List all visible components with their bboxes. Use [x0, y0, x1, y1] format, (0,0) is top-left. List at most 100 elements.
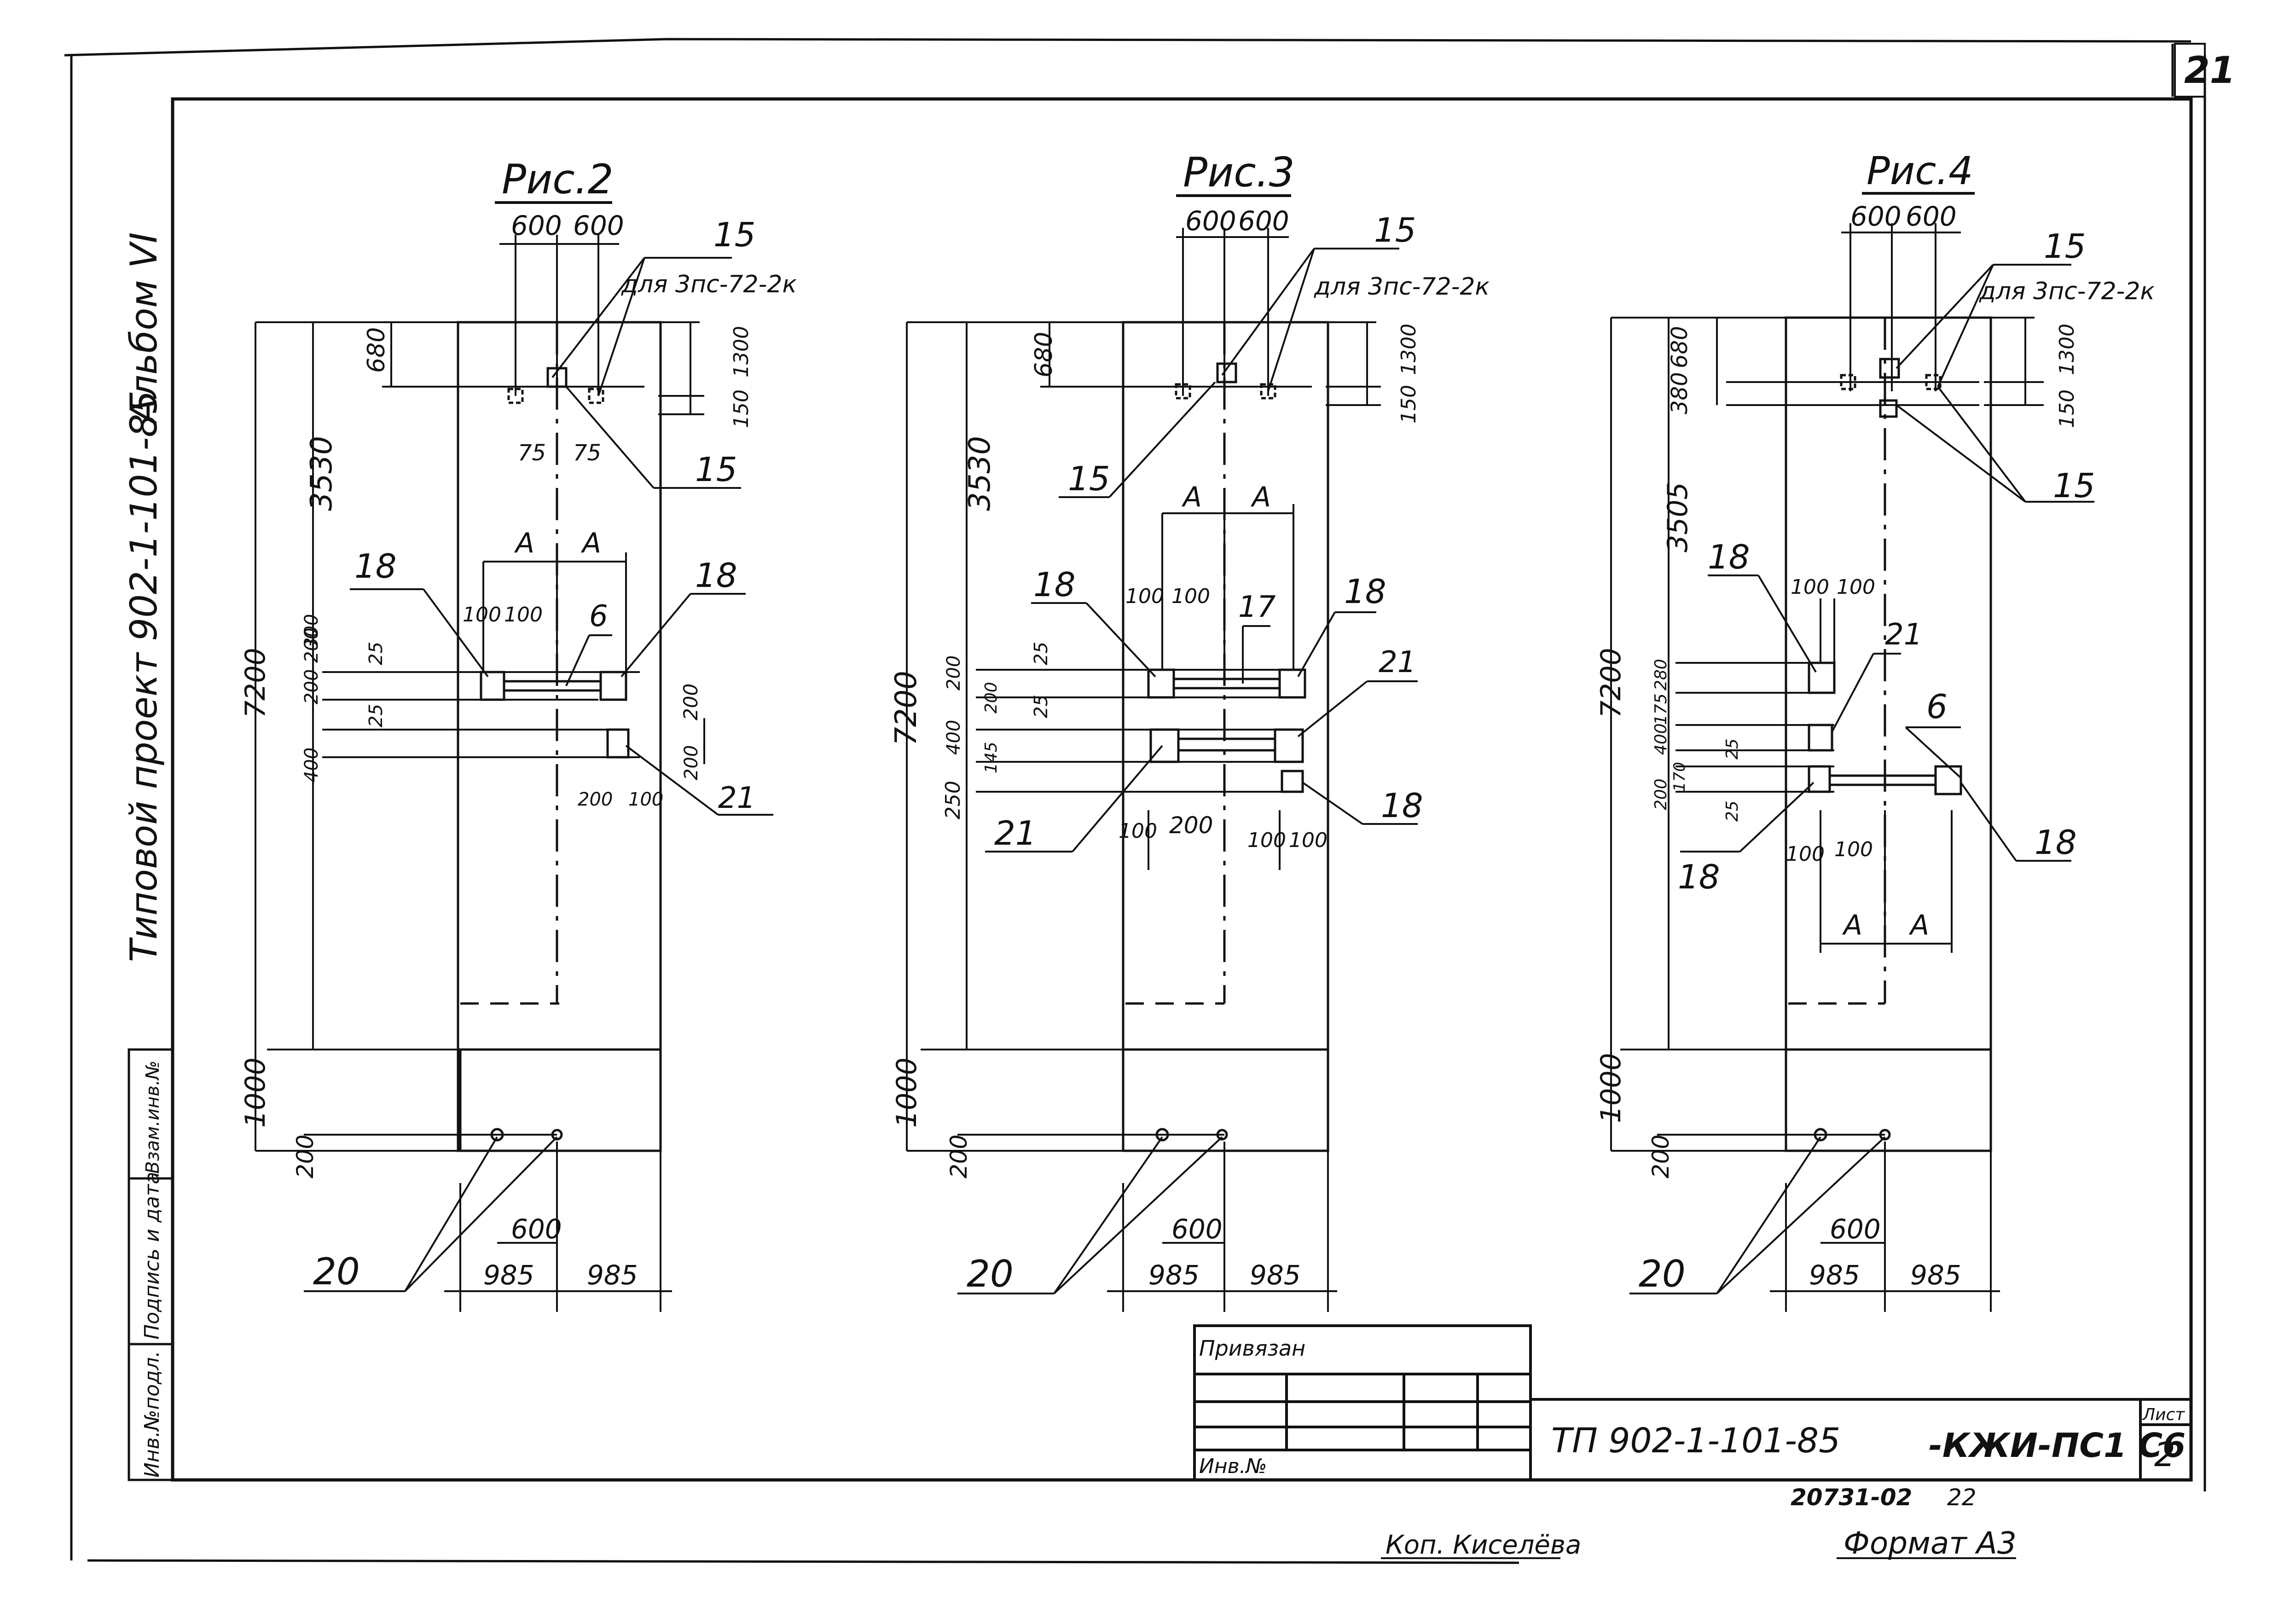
fig2-dim-150: 150 — [730, 389, 753, 428]
fig3-label-18b: 18 — [1344, 572, 1386, 611]
side-cell-sign: Подпись и дата — [140, 1172, 164, 1340]
format-label: Формат А3 — [1844, 1525, 2017, 1561]
fig4-dim-25b: 25 — [1723, 800, 1742, 822]
fig2-dim-75a: 75 — [518, 440, 546, 466]
fig2-dim-985b: 985 — [587, 1259, 638, 1291]
fig4-dim-100d: 100 — [1834, 838, 1873, 861]
fig2-label-15b: 15 — [695, 450, 737, 489]
fig2-top-dim-1: 600 — [511, 210, 562, 241]
fig2-dim-680: 680 — [363, 327, 390, 373]
fig4-label-21: 21 — [1885, 618, 1922, 652]
fig3-embedded-parts — [1147, 362, 1306, 1142]
fig4-title: Рис.4 — [1867, 148, 1973, 193]
fig4-dim-100b: 100 — [1837, 575, 1875, 599]
fig2-dim-200r2: 200 — [681, 745, 702, 780]
fig3-dim-680: 680 — [1030, 332, 1058, 377]
fig3-label-18a: 18 — [1033, 565, 1076, 604]
fig3-dim-150: 150 — [1397, 385, 1420, 423]
fig3-label-18c: 18 — [1381, 786, 1423, 825]
fig2-title: Рис.2 — [502, 156, 614, 203]
side-cell-inv: Инв.№подл. — [140, 1351, 164, 1478]
fig3-dim-145: 145 — [982, 742, 1001, 773]
fig3-label-20: 20 — [967, 1253, 1014, 1295]
fig3-dim-25b: 25 — [1031, 695, 1052, 718]
fig4-top-dim-2: 600 — [1906, 201, 1957, 232]
fig3-dim-100a: 100 — [1125, 585, 1164, 608]
fig3-note: для 3пс-72-2к — [1314, 273, 1490, 301]
fig4-label-15b: 15 — [2053, 466, 2095, 505]
fig2-label-15a: 15 — [713, 215, 756, 254]
fig4-dim-1000: 1000 — [1595, 1053, 1627, 1123]
fig3-a-right: A — [1250, 481, 1271, 513]
fig4-dim-170: 170 — [1670, 762, 1689, 792]
fig3-dim-200b: 200 — [982, 682, 1001, 713]
fig3-dim-1000: 1000 — [891, 1057, 923, 1128]
fig4-dim-175: 175 — [1652, 693, 1670, 725]
fig4-a-left: A — [1842, 909, 1862, 941]
fig3-label-15b: 15 — [1068, 459, 1110, 498]
fig2-label-21: 21 — [718, 781, 755, 815]
fig4-dim-600: 600 — [1830, 1213, 1881, 1245]
title-block: Привязан Инв.№ ТП 902-1-101-85 -КЖИ-ПС1 … — [1193, 1324, 2191, 1481]
fig3-dim-200bot-l: 200 — [945, 1135, 972, 1178]
fig2-dim-400: 400 — [301, 748, 322, 783]
fig4-label-6: 6 — [1926, 687, 1948, 726]
side-stamp: Типовой проект 902-1-101-85 Альбом VI Ин… — [122, 232, 174, 1481]
fig4-column-outline — [1785, 316, 1992, 1152]
fig2-dim-200bot: 200 — [578, 789, 613, 810]
fig4-dim-280: 280 — [1652, 659, 1670, 690]
fig4-dim-1300: 1300 — [2055, 324, 2079, 375]
fig4-dim-985a: 985 — [1809, 1259, 1860, 1291]
fig3-label-17: 17 — [1238, 590, 1276, 624]
fig4-label-15a: 15 — [2044, 227, 2086, 266]
fig2-dim-3530: 3530 — [305, 436, 339, 511]
fig3-dim-250: 250 — [941, 781, 965, 819]
order-number: 20731-02 — [1791, 1484, 1912, 1511]
figure-ris-3: Рис.3 600 600 — [889, 149, 1490, 1312]
fig3-label-15a: 15 — [1374, 211, 1416, 249]
fig2-column-outline — [457, 321, 662, 1152]
fig2-dim-1300: 1300 — [730, 326, 753, 377]
fig3-dim-600: 600 — [1171, 1213, 1223, 1245]
fig3-dim-3530: 3530 — [963, 436, 997, 511]
side-album: Альбом VI — [122, 232, 165, 426]
fig4-dim-985b: 985 — [1910, 1259, 1961, 1291]
fig3-dim-7200: 7200 — [889, 671, 923, 746]
fig4-top-dim-1: 600 — [1850, 201, 1902, 232]
fig4-dim-200mid: 200 — [1652, 778, 1670, 810]
fig2-dim-100b: 100 — [504, 603, 543, 626]
fig2-dim-1000: 1000 — [239, 1057, 272, 1128]
fig3-dim-200a: 200 — [943, 655, 964, 690]
fig3-dim-200c: 200 — [1169, 812, 1213, 839]
copied-by: Коп. Киселёва — [1386, 1530, 1581, 1560]
sheet-number-box: 21 — [2174, 43, 2235, 98]
fig2-dim-100bot: 100 — [628, 789, 663, 810]
fig3-label-21a: 21 — [1379, 645, 1416, 679]
fig3-top-dim-1: 600 — [1185, 205, 1236, 237]
fig4-label-18c: 18 — [2035, 823, 2077, 862]
fig3-dim-985b: 985 — [1250, 1259, 1301, 1291]
fig4-label-20: 20 — [1639, 1253, 1686, 1295]
fig4-label-18b: 18 — [1678, 858, 1720, 896]
fig4-dim-100a: 100 — [1791, 575, 1829, 599]
figure-ris-4: Рис.4 600 600 — [1595, 148, 2155, 1312]
fig3-dim-100c: 100 — [1119, 819, 1157, 843]
side-project-title: Типовой проект 902-1-101-85 — [122, 390, 165, 962]
sheet-frame — [64, 38, 2206, 1564]
fig2-dim-7200: 7200 — [239, 648, 272, 718]
fig2-dim-25a: 25 — [365, 642, 387, 665]
figure-ris-2: Рис.2 600 600 — [239, 156, 797, 1312]
fig3-a-left: A — [1181, 481, 1202, 513]
fig2-label-18a: 18 — [354, 547, 397, 586]
fig2-dim-200l2: 200 — [301, 628, 322, 663]
list-value: 2 — [2154, 1435, 2175, 1474]
inv-no-label: Инв.№ — [1199, 1455, 1267, 1478]
fig4-dim-150: 150 — [2055, 389, 2079, 428]
sheet-number: 21 — [2184, 49, 2235, 92]
fig2-dim-200l1: 200 — [301, 669, 322, 704]
fig4-label-18a: 18 — [1708, 538, 1750, 576]
fig4-note: для 3пс-72-2к — [1979, 278, 2155, 305]
fig3-dim-1300: 1300 — [1397, 324, 1420, 375]
fig2-dim-200bot-l: 200 — [292, 1135, 319, 1178]
